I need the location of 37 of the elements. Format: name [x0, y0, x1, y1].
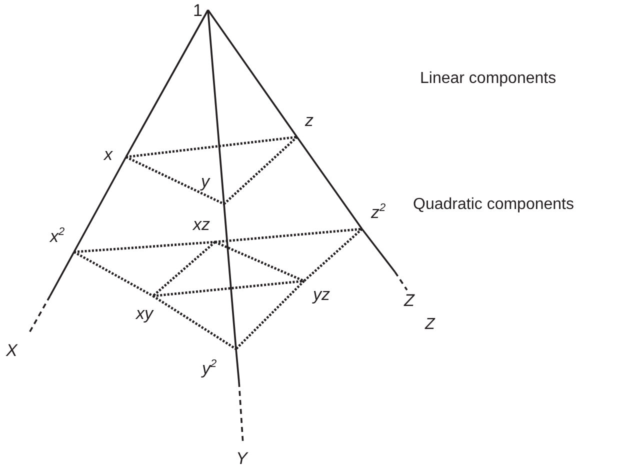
- vertex-label: z$^{2}$: [362, 204, 393, 229]
- axis-line: [125, 10, 209, 158]
- vertex-label: y: [201, 173, 224, 204]
- dotted-line: [125, 156, 225, 206]
- axis-line: [296, 136, 363, 230]
- axis-label: Y: [236, 450, 248, 468]
- dotted-line: [214, 240, 304, 282]
- dotted-line: [303, 228, 363, 282]
- vertex-label: yz: [304, 281, 335, 308]
- dotted-line: [74, 240, 216, 254]
- axis-label: X: [6, 342, 18, 360]
- dotted-line: [223, 136, 298, 205]
- annotation-text: Quadratic components: [413, 196, 574, 214]
- axis-line: [223, 204, 237, 350]
- vertex-label: y$^{2}$: [202, 349, 236, 384]
- dotted-line: [152, 241, 216, 297]
- axis-line: [73, 156, 127, 252]
- axis-line: [361, 228, 396, 273]
- annotation-text: Linear components: [420, 70, 556, 88]
- vertex-label: xy: [136, 296, 158, 327]
- dotted-line: [152, 280, 304, 298]
- axis-label: Z: [404, 292, 414, 310]
- axis-label: Z: [425, 316, 435, 334]
- dotted-line: [235, 280, 305, 350]
- dotted-line: [126, 136, 298, 158]
- dotted-line: [73, 250, 154, 298]
- vertex-label: z: [297, 112, 317, 137]
- axis-line: [235, 348, 240, 382]
- dotted-line: [152, 294, 237, 350]
- vertex-label: x$^{2}$: [50, 228, 74, 252]
- axis-line: [207, 10, 225, 204]
- dotted-line: [214, 228, 362, 244]
- vertex-label: xz: [193, 216, 215, 242]
- vertex-label: x: [104, 146, 126, 164]
- axis-line: [207, 9, 298, 138]
- axis-line: [49, 252, 75, 296]
- vertex-label: 1: [193, 2, 208, 20]
